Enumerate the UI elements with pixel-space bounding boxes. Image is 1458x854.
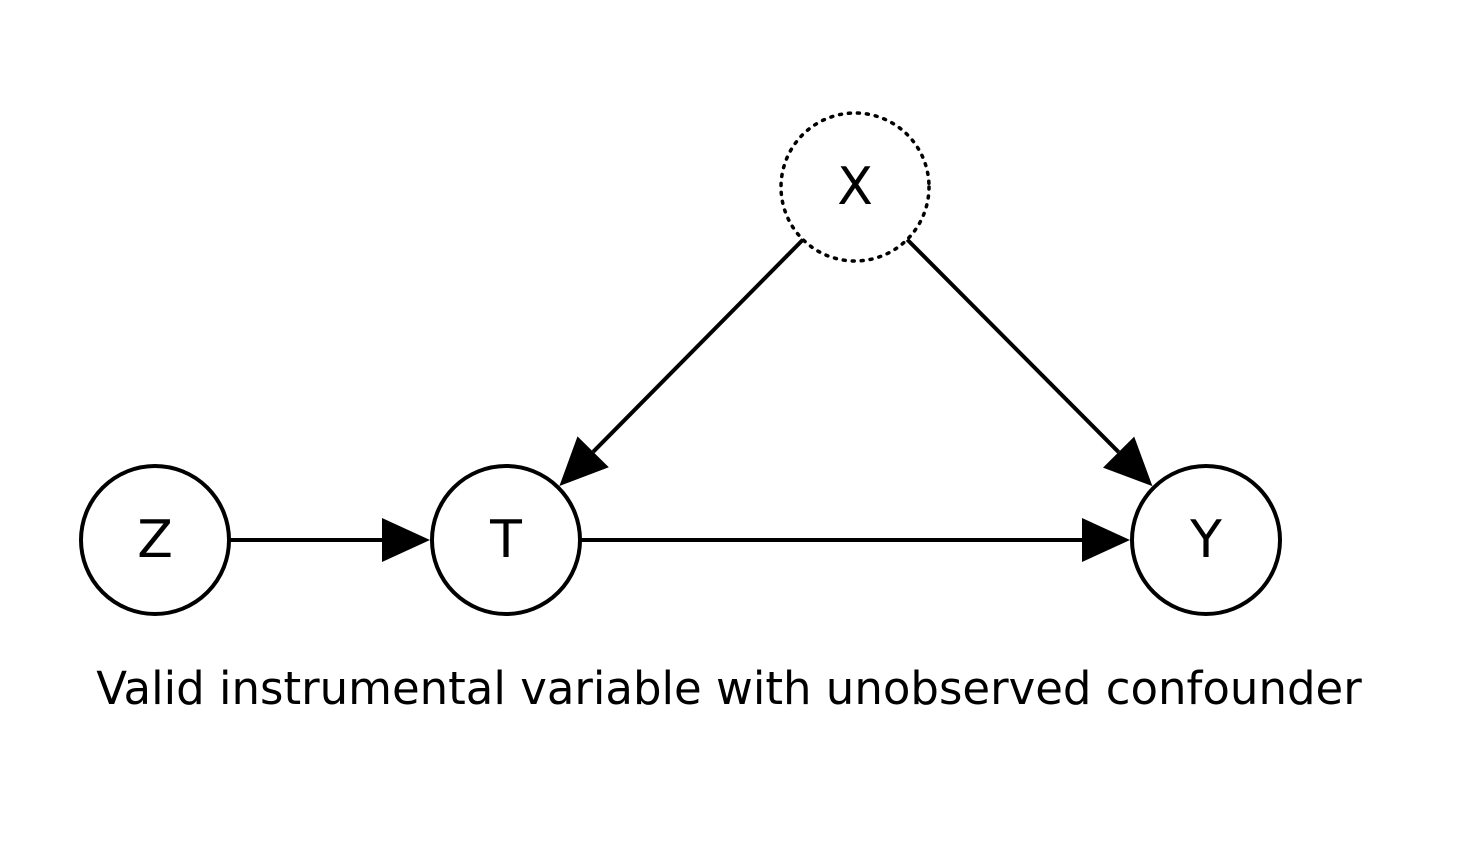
edge-z-to-t (229, 518, 430, 562)
node-label: X (837, 157, 873, 217)
edge-x-to-t (559, 238, 805, 486)
arrowhead-icon (382, 518, 430, 562)
diagram-caption: Valid instrumental variable with unobser… (96, 662, 1362, 715)
arrowhead-icon (559, 436, 609, 486)
node-t: T (430, 464, 582, 616)
node-circle (430, 464, 582, 616)
nodes: Z T Y X (79, 111, 1282, 616)
edges (229, 238, 1153, 562)
node-z: Z (79, 464, 231, 616)
arrowhead-icon (1103, 436, 1153, 487)
node-circle (1130, 464, 1282, 616)
arrowhead-icon (1082, 518, 1130, 562)
latent-node-circle (779, 111, 931, 263)
edge-line (591, 238, 805, 454)
node-circle (79, 464, 231, 616)
edge-x-to-y (905, 238, 1153, 487)
node-y: Y (1130, 464, 1282, 616)
node-x: X (779, 111, 931, 263)
node-label: T (489, 510, 522, 570)
node-label: Z (137, 510, 173, 570)
node-label: Y (1189, 510, 1222, 570)
edge-line (905, 238, 1120, 454)
edge-t-to-y (580, 518, 1130, 562)
